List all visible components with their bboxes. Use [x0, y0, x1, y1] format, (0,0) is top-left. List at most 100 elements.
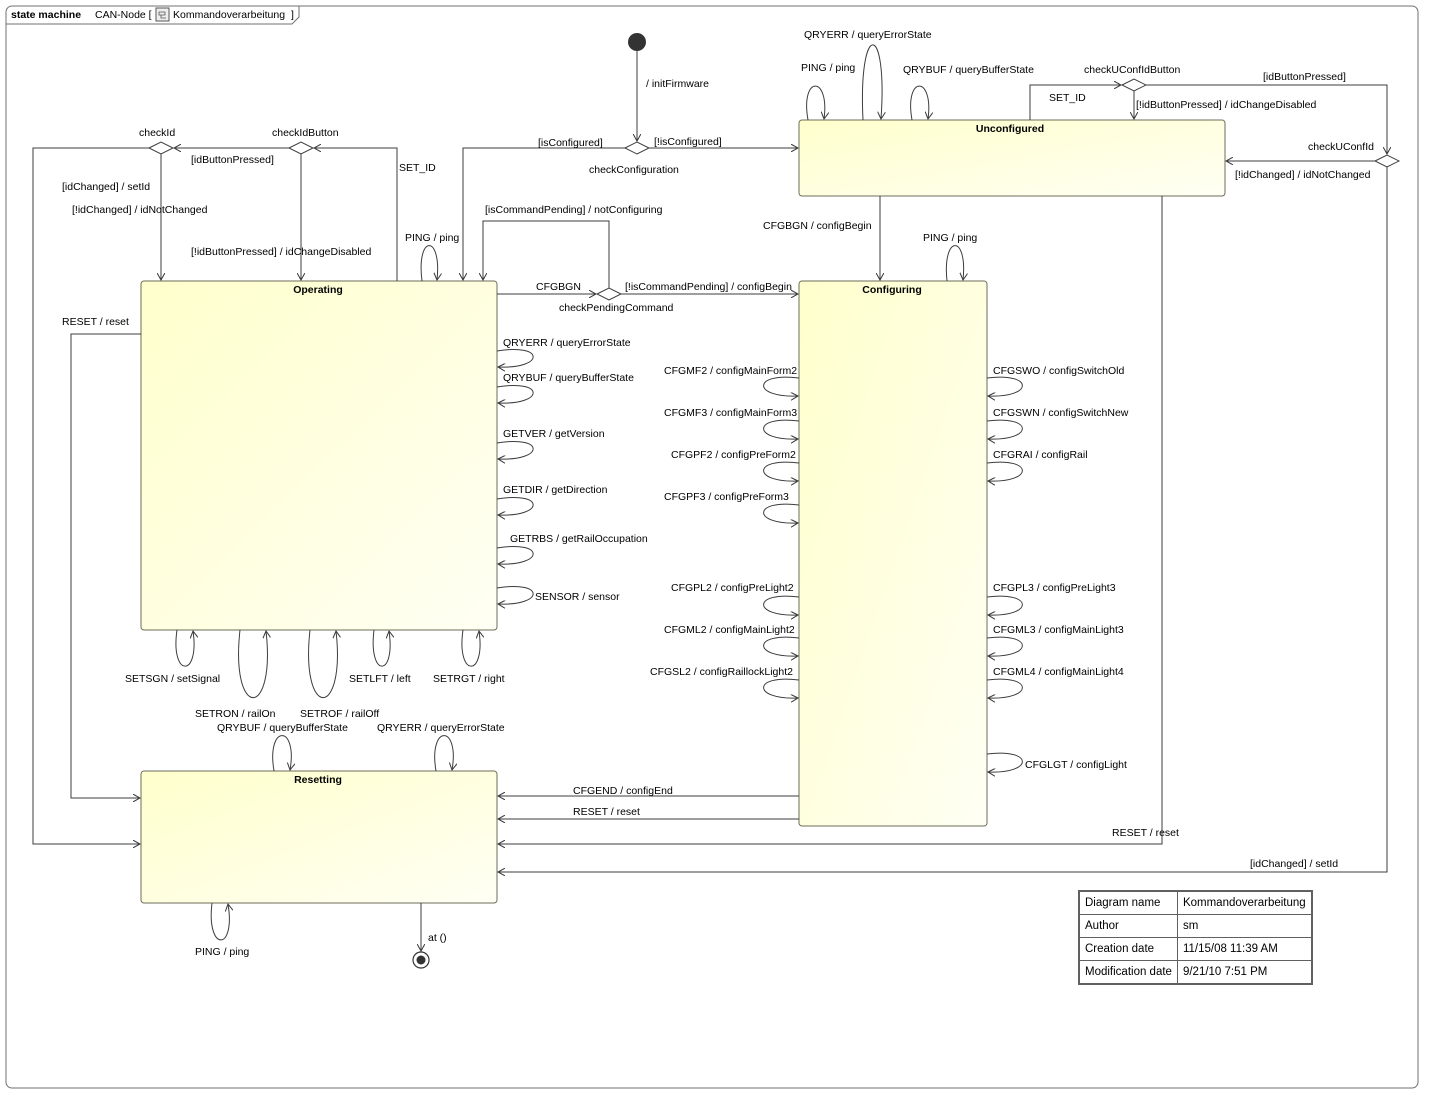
label-unconf-not-button: [!idButtonPressed] / idChangeDisabled	[1136, 99, 1317, 111]
label-cfg-sl2: CFGSL2 / configRaillockLight2	[650, 666, 793, 678]
label-check-pending-command: checkPendingCommand	[559, 302, 674, 314]
initial-node	[628, 33, 646, 51]
label-cfg-reset: RESET / reset	[573, 806, 640, 818]
label-op-reset: RESET / reset	[62, 316, 129, 328]
loop-op-setlft	[372, 629, 390, 667]
info-key: Modification date	[1078, 960, 1178, 985]
label-cfg-lgt: CFGLGT / configLight	[1025, 759, 1127, 771]
label-op-setrgt: SETRGT / right	[433, 673, 505, 685]
loop-op-getdir	[496, 497, 534, 515]
frame-element: CAN-Node [	[95, 9, 152, 21]
loop-op-getrbs	[496, 546, 534, 564]
label-cfg-pf2: CFGPF2 / configPreForm2	[671, 449, 796, 461]
info-value: 9/21/10 7:51 PM	[1176, 960, 1313, 985]
frame-close: ]	[291, 9, 294, 21]
label-cfg-pl3: CFGPL3 / configPreLight3	[993, 582, 1116, 594]
label-cfg-pf3: CFGPF3 / configPreForm3	[664, 491, 789, 503]
label-cfg-swo: CFGSWO / configSwitchOld	[993, 365, 1124, 377]
label-not-configured: [!isConfigured]	[654, 136, 722, 148]
label-unconf-qryerr: QRYERR / queryErrorState	[804, 29, 932, 41]
edge-uconf-id-changed	[498, 167, 1388, 872]
label-res-ping: PING / ping	[195, 946, 249, 958]
label-cfgbgn-config-begin: CFGBGN / configBegin	[763, 220, 872, 232]
decision-check-pending-command	[595, 287, 623, 301]
state-unconfigured-title: Unconfigured	[976, 123, 1044, 135]
edge-op-set-id	[314, 148, 398, 281]
loop-unconf-qrybuf	[910, 85, 929, 121]
loop-op-sensor	[496, 586, 534, 604]
label-unconf-set-id: SET_ID	[1049, 92, 1086, 104]
info-key: Diagram name	[1078, 890, 1178, 915]
frame-header-tab	[6, 6, 300, 25]
edge-op-reset	[70, 333, 141, 798]
label-check-configuration: checkConfiguration	[589, 164, 679, 176]
decision-check-id-button	[287, 141, 315, 155]
label-init-firmware: / initFirmware	[646, 78, 709, 90]
label-cfg-mf2: CFGMF2 / configMainForm2	[664, 365, 797, 377]
loop-cfg-mf2	[763, 376, 800, 396]
loop-cfg-pf3	[763, 503, 800, 523]
label-op-setlft: SETLFT / left	[349, 673, 411, 685]
label-check-id-button: checkIdButton	[272, 127, 339, 139]
loop-op-ping	[420, 245, 438, 281]
state-resetting[interactable]	[140, 770, 498, 904]
loop-op-qryerr	[496, 349, 534, 367]
loop-cfg-pl3	[986, 595, 1023, 615]
label-res-qryerr: QRYERR / queryErrorState	[377, 722, 505, 734]
label-cfg-pl2: CFGPL2 / configPreLight2	[671, 582, 794, 594]
label-op-setron: SETRON / railOn	[195, 708, 276, 720]
edge-unconf-button-pressed	[1146, 84, 1387, 154]
label-op-id-changed-setid: [idChanged] / setId	[62, 181, 150, 193]
label-cfgend: CFGEND / configEnd	[573, 785, 673, 797]
label-op-getdir: GETDIR / getDirection	[503, 484, 608, 496]
loop-cfg-ml2	[763, 636, 800, 656]
label-unconf-button-pressed: [idButtonPressed]	[1263, 71, 1346, 83]
final-node-core	[416, 955, 426, 965]
loop-cfg-ml3	[986, 636, 1023, 656]
label-check-uconf-id: checkUConfId	[1308, 141, 1374, 153]
edge-is-command-pending	[483, 220, 610, 288]
loop-op-setrof	[308, 630, 338, 699]
label-check-uconf-id-button: checkUConfIdButton	[1084, 64, 1180, 76]
label-cfg-swn: CFGSWN / configSwitchNew	[993, 407, 1129, 419]
info-value: Kommandoverarbeitung	[1176, 890, 1313, 915]
label-op-qrybuf: QRYBUF / queryBufferState	[503, 372, 634, 384]
state-resetting-title: Resetting	[294, 774, 342, 786]
loop-cfg-mf3	[763, 419, 800, 439]
loop-res-qrybuf	[272, 735, 292, 772]
label-unconf-reset: RESET / reset	[1112, 827, 1179, 839]
info-key: Author	[1078, 914, 1178, 938]
loop-unconf-qryerr	[861, 44, 882, 120]
label-uconf-id-changed: [idChanged] / setId	[1250, 858, 1338, 870]
label-op-id-button-pressed: [idButtonPressed]	[191, 154, 274, 166]
label-op-getrbs: GETRBS / getRailOccupation	[510, 533, 648, 545]
loop-op-setsgn	[175, 629, 194, 667]
edge-op-id-changed	[32, 147, 149, 844]
label-unconf-ping: PING / ping	[801, 62, 855, 74]
diagram-frame	[5, 5, 1419, 1089]
label-cfg-ping: PING / ping	[923, 232, 977, 244]
label-not-command-pending: [!isCommandPending] / configBegin	[625, 281, 792, 293]
loop-cfg-ml4	[986, 678, 1023, 698]
edge-is-configured	[463, 147, 625, 280]
state-machine-icon	[155, 7, 170, 22]
state-operating-title: Operating	[293, 284, 343, 296]
label-cfg-mf3: CFGMF3 / configMainForm3	[664, 407, 797, 419]
decision-check-uconf-id	[1373, 154, 1401, 168]
label-op-sensor: SENSOR / sensor	[535, 591, 620, 603]
label-unconf-qrybuf: QRYBUF / queryBufferState	[903, 64, 1034, 76]
state-unconfigured[interactable]	[798, 119, 1226, 197]
loop-cfg-swo	[986, 376, 1023, 396]
state-configuring[interactable]	[798, 280, 988, 827]
label-cfg-ml4: CFGML4 / configMainLight4	[993, 666, 1124, 678]
edge-unconf-set-id	[1029, 85, 1121, 120]
label-op-ping: PING / ping	[405, 232, 459, 244]
loop-cfg-pf2	[763, 461, 800, 481]
label-op-not-button: [!idButtonPressed] / idChangeDisabled	[191, 246, 372, 258]
label-is-configured: [isConfigured]	[538, 137, 603, 149]
state-operating[interactable]	[140, 280, 498, 631]
loop-res-ping	[210, 902, 229, 941]
